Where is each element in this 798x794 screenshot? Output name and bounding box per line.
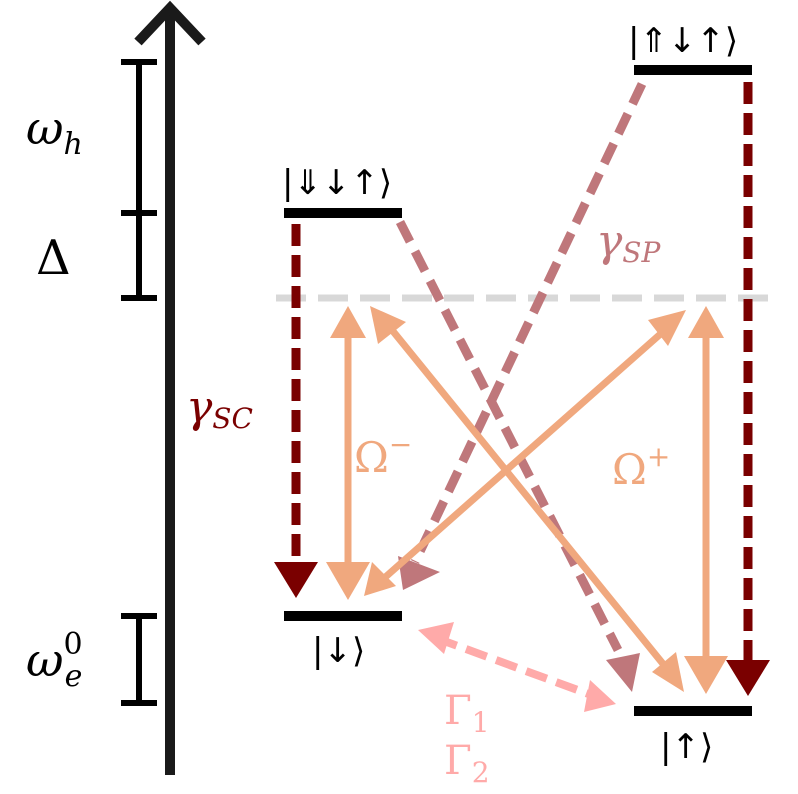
omega-plus-down-head [684,656,728,694]
gamma-sp-decay-cross [410,82,647,564]
omega-minus-label: Ω− [354,428,412,482]
omega-diag-head-top-left [370,306,406,344]
omega-diag-head-top-right [648,310,686,346]
gamma-sp-arrowhead-right [606,653,640,692]
gamma-sc-arrows [274,82,770,696]
energy-axis [134,0,206,775]
scale-bar-omega-e [121,613,157,706]
gamma-sp-decay-right [395,219,623,653]
omega-diagonal-down-right [389,327,671,673]
delta-label: Δ [36,230,71,286]
omega-plus-label: Ω+ [612,440,670,494]
gamma1-label: Γ1 [444,688,490,739]
omega-minus-down-head [326,562,370,600]
gamma-sp-label: γSP [596,216,661,269]
omega-h-label: ωh [26,101,83,162]
gamma2-label: Γ2 [444,738,490,789]
gamma-relaxation-head-right [584,680,616,712]
gamma-sp-arrows [395,82,647,692]
gamma-relaxation-head-left [418,622,454,654]
gamma-relaxation-arrow [418,622,616,712]
gamma-relaxation-line [434,634,596,700]
label-upper-right: |⇑↓↑⟩ [628,21,738,61]
label-ground-left: |↓⟩ [312,631,365,671]
gamma-sc-arrowhead-right [726,660,770,696]
omega-plus-up-head [688,306,724,338]
label-ground-right: |↑⟩ [660,727,713,767]
omega-couplings [326,306,728,694]
gamma-sp-arrowhead-left [398,556,440,590]
label-upper-left: |⇓↓↑⟩ [282,163,392,203]
omega-minus-up-head [330,306,366,338]
gamma-sc-label: γSC [186,382,253,435]
omega-diag-head-bottom-right [652,652,684,692]
omega-diagonal-down-left [379,327,668,583]
omega-diag-head-bottom-left [364,562,396,596]
gamma-sc-arrowhead-left [274,562,318,598]
scale-bar-omega-h-delta [121,59,157,301]
